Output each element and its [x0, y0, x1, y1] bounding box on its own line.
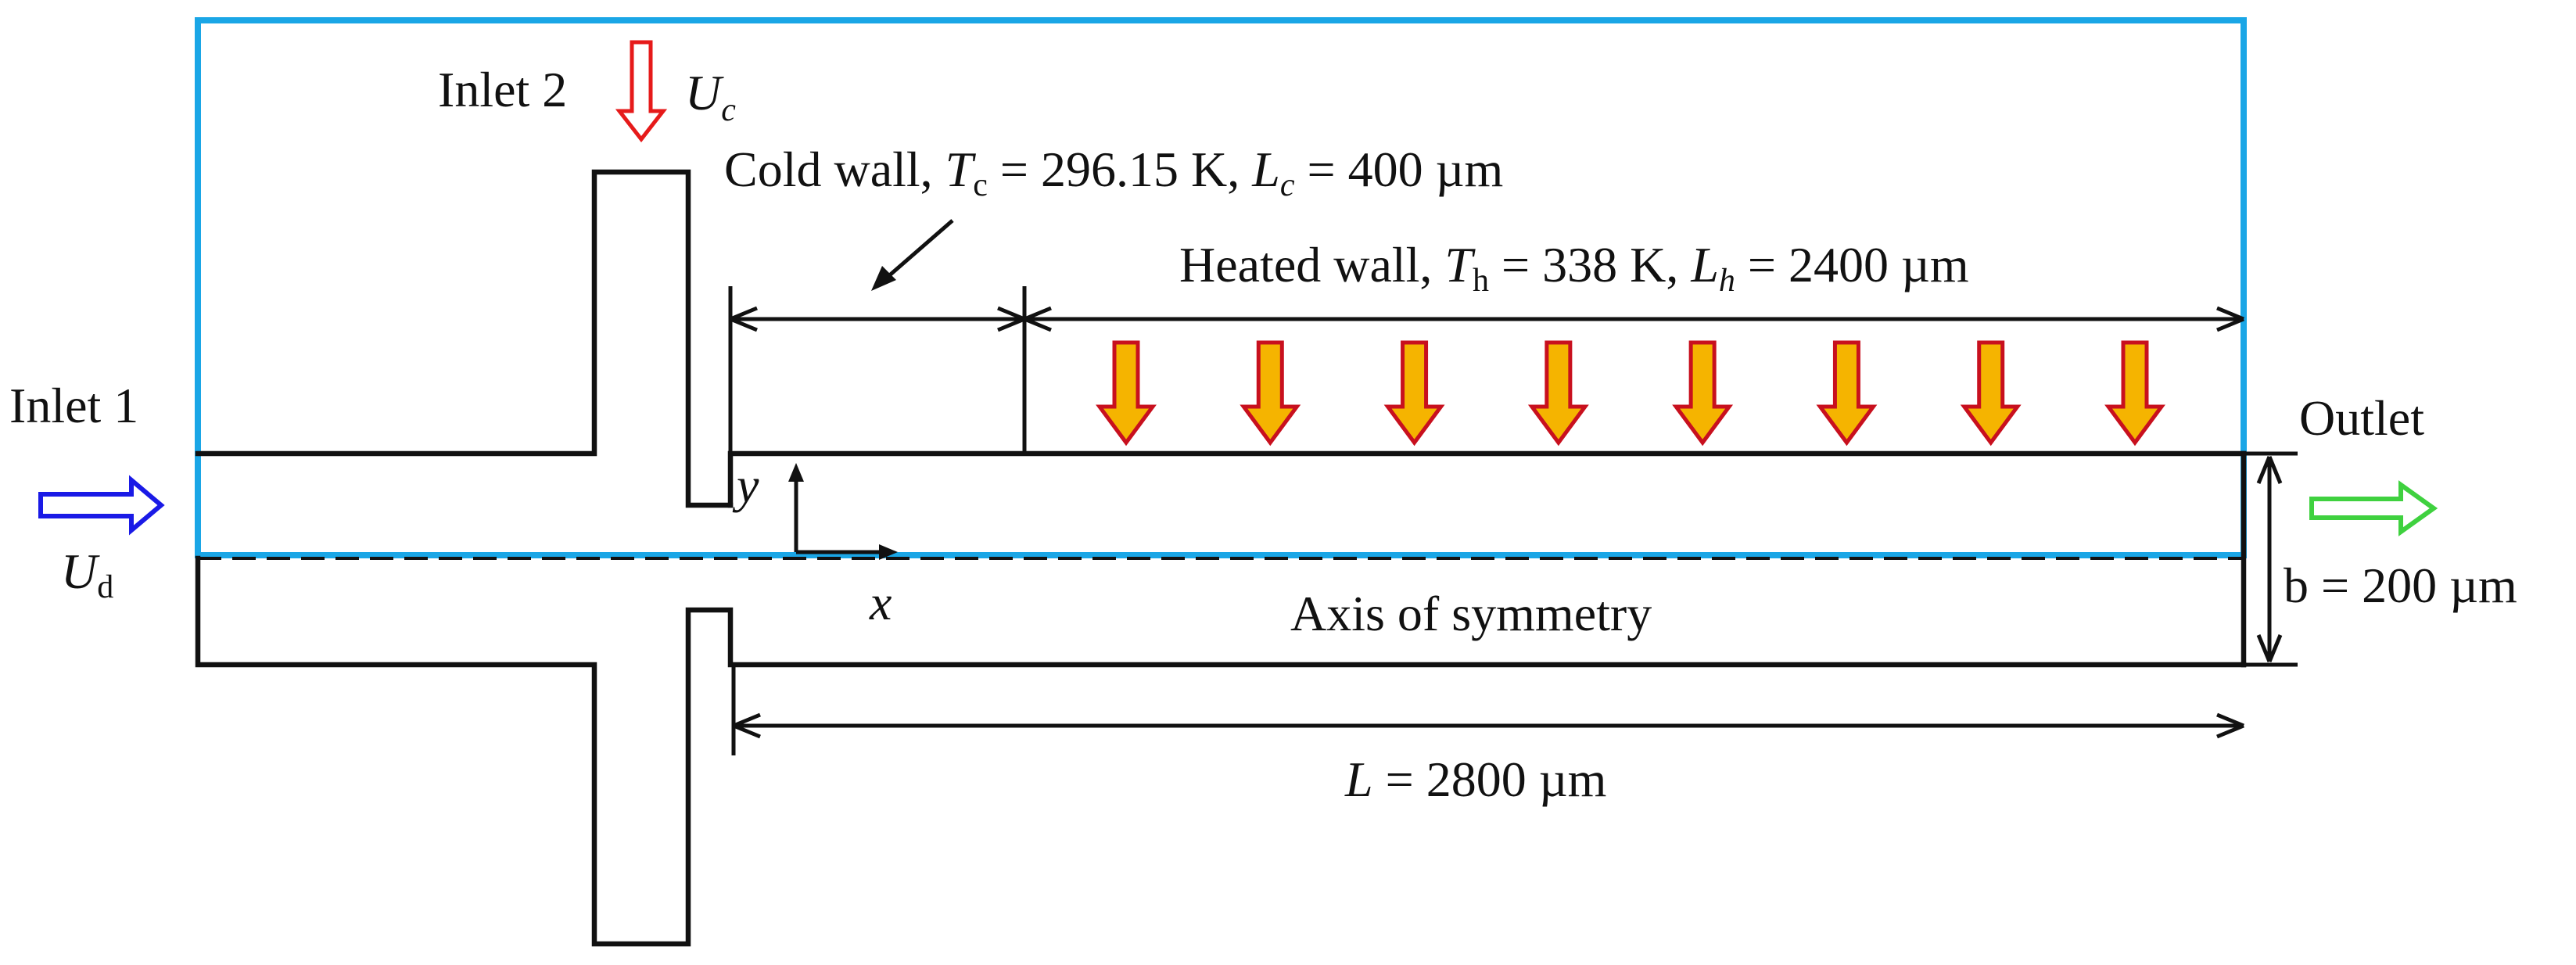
inlet1-arrow-icon	[38, 475, 165, 536]
heat-arrow-icon	[1096, 340, 1157, 447]
heat-arrow-icon	[1383, 340, 1445, 447]
width-label: b = 200 µm	[2284, 558, 2517, 613]
axis-of-symmetry-label: Axis of symmetry	[1290, 586, 1652, 641]
cold-wall-label: Cold wall, Tc = 296.15 K, Lc = 400 µm	[724, 142, 1503, 203]
axis-x-label: x	[869, 575, 892, 630]
cold-wall-pointer-arrow	[871, 219, 954, 291]
inlet2-label: Inlet 2	[438, 62, 567, 117]
length-dimension	[731, 665, 2244, 755]
width-dimension	[2244, 451, 2298, 667]
upper-channel-walls	[195, 169, 2247, 508]
inlet2-arrow-icon	[615, 40, 668, 143]
heat-flux-arrows	[1096, 340, 2165, 447]
outlet-arrow-icon	[2309, 480, 2438, 536]
inlet2-velocity-label: Uc	[685, 65, 736, 128]
heat-arrow-icon	[1960, 340, 2022, 447]
inlet1-label: Inlet 1	[9, 378, 138, 433]
cold-wall-dimension	[728, 286, 1025, 454]
heat-arrow-icon	[2104, 340, 2165, 447]
axis-y-label: y	[732, 457, 759, 513]
heated-wall-dimension	[1024, 306, 2244, 332]
coordinate-axes	[788, 463, 898, 560]
heat-arrow-icon	[1816, 340, 1878, 447]
lower-channel-walls	[195, 450, 2247, 947]
heat-arrow-icon	[1527, 340, 1589, 447]
heat-arrow-icon	[1672, 340, 1734, 447]
inlet1-velocity-label: Ud	[61, 543, 113, 605]
heated-wall-label: Heated wall, Th = 338 K, Lh = 2400 µm	[1179, 237, 1969, 299]
outlet-label: Outlet	[2299, 390, 2424, 446]
heat-arrow-icon	[1240, 340, 1301, 447]
computational-domain-box	[195, 17, 2247, 558]
length-label: L = 2800 µm	[1344, 752, 1606, 807]
